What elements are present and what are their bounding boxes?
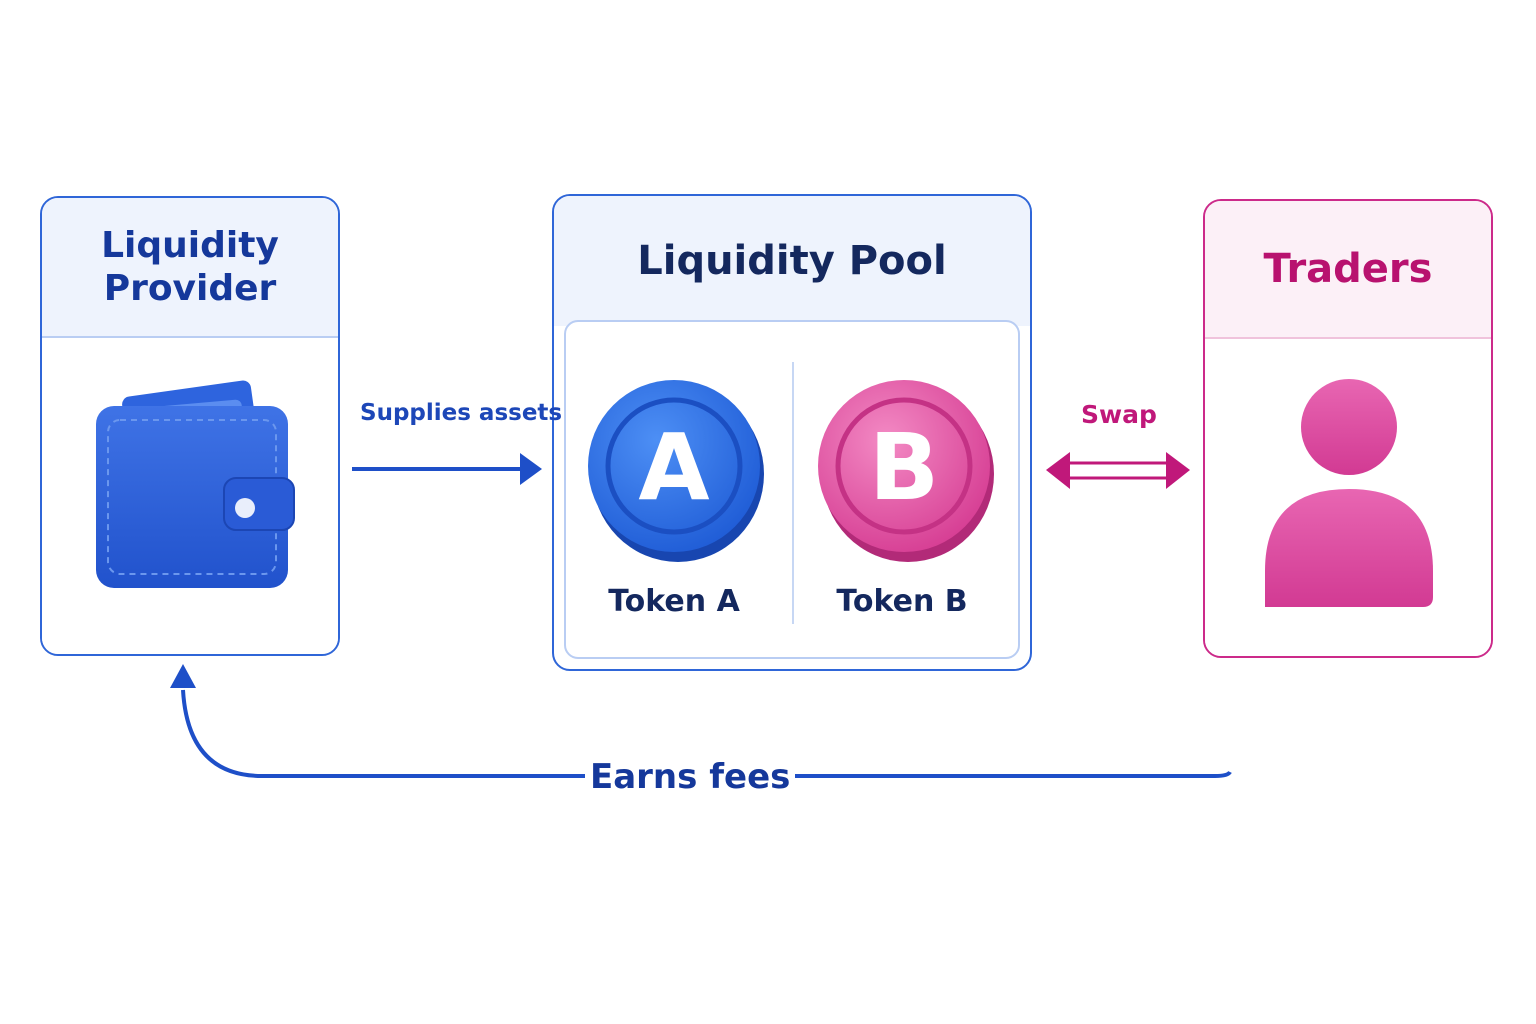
token-a-coin-icon: A	[588, 380, 764, 562]
wallet-icon	[96, 380, 295, 588]
traders-title: Traders	[1205, 201, 1491, 339]
liquidity-pool-body: A Token A B Token B	[564, 320, 1020, 659]
swap-label: Swap	[1081, 400, 1157, 429]
token-b-coin-icon: B	[818, 380, 994, 562]
traders-card: Traders	[1203, 199, 1493, 658]
supplies-assets-label: Supplies assets	[360, 400, 563, 426]
user-icon	[1265, 379, 1433, 607]
token-b-label: Token B	[836, 584, 968, 619]
earns-fees-label: Earns fees	[590, 757, 791, 797]
fees-arrow	[170, 664, 1232, 778]
liquidity-provider-card: Liquidity Provider	[40, 196, 340, 656]
swap-arrow	[1046, 452, 1190, 489]
traders-body	[1205, 339, 1491, 656]
liquidity-provider-title: Liquidity Provider	[42, 198, 338, 338]
token-a-letter: A	[638, 414, 709, 521]
supplies-arrow	[352, 453, 542, 485]
token-b-letter: B	[869, 414, 939, 521]
liquidity-pool-card: Liquidity Pool A Token A	[552, 194, 1032, 671]
liquidity-pool-title: Liquidity Pool	[554, 196, 1030, 326]
pool-divider	[792, 362, 794, 624]
token-a-label: Token A	[608, 584, 740, 619]
liquidity-provider-body	[42, 338, 338, 654]
